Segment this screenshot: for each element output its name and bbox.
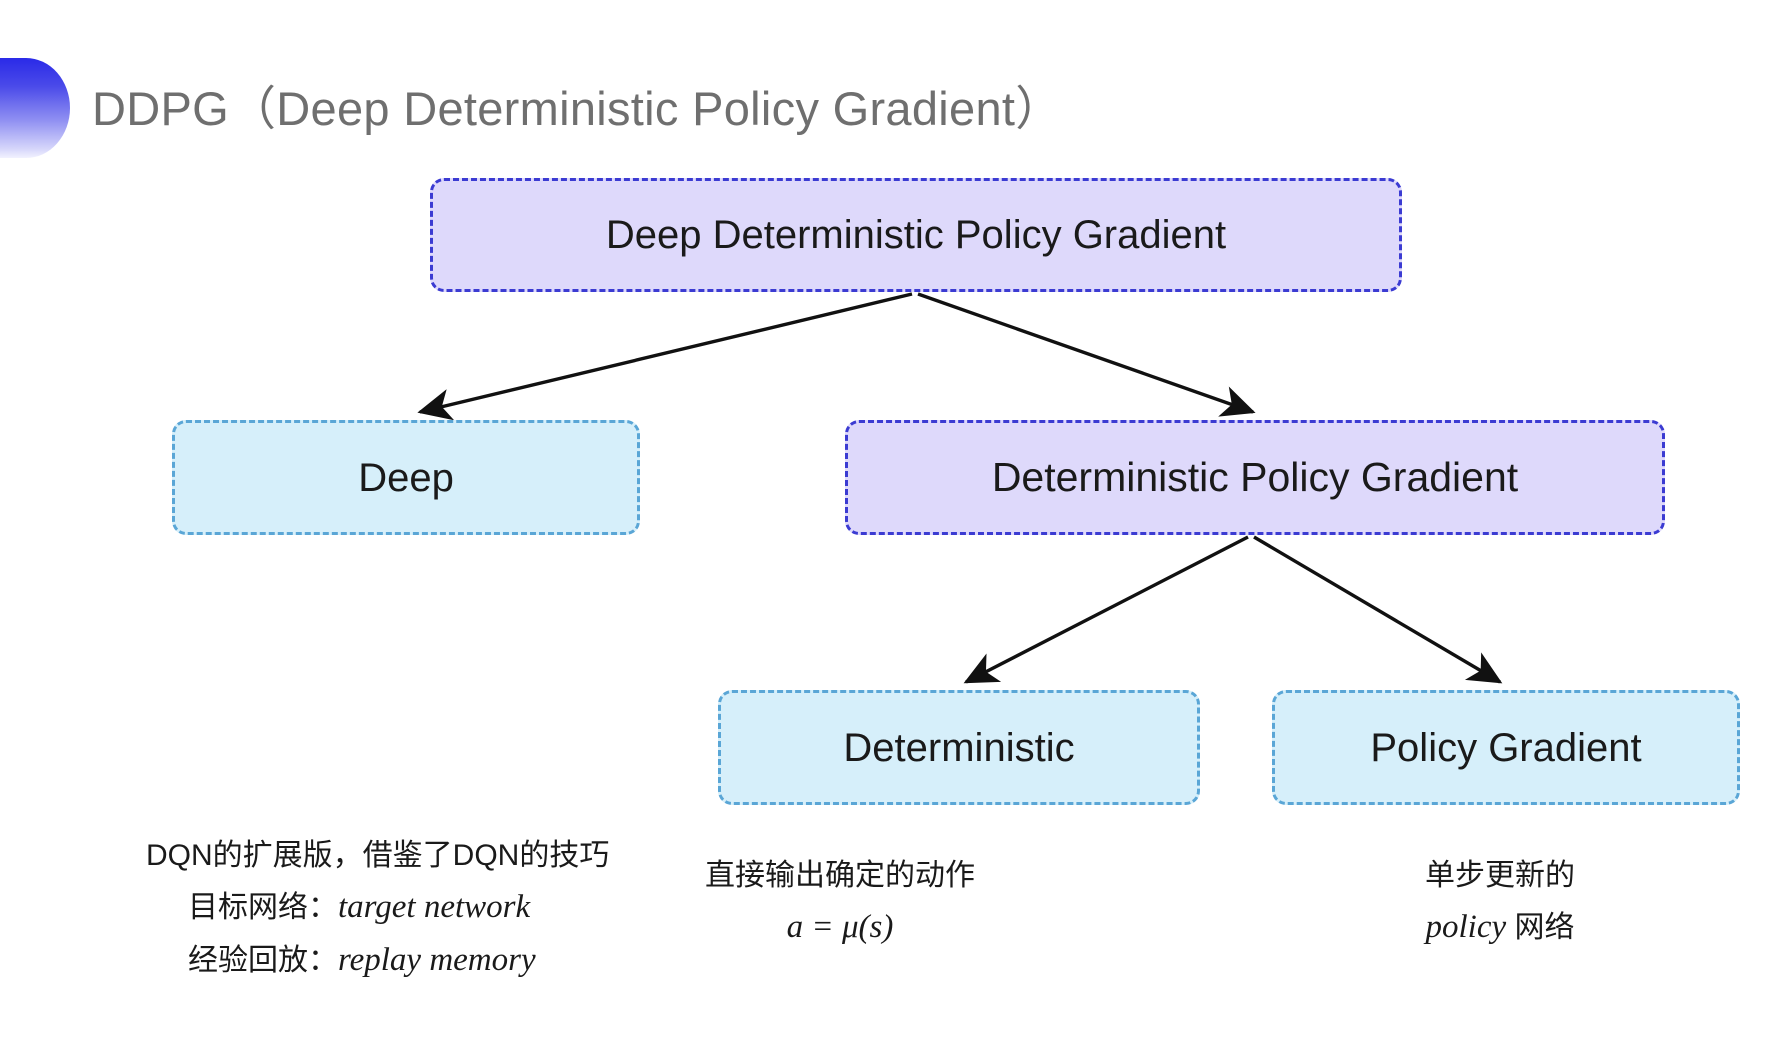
edge-root-to-deep bbox=[417, 292, 913, 421]
caption-deep-line2-label: 目标网络： bbox=[188, 890, 338, 924]
edge-dpg-to-policy-gradient bbox=[1253, 535, 1503, 684]
node-policy-gradient[interactable]: Policy Gradient bbox=[1272, 690, 1740, 805]
caption-deterministic-formula: a = μ(s) bbox=[786, 908, 894, 945]
node-deterministic-policy-gradient[interactable]: Deterministic Policy Gradient bbox=[845, 420, 1665, 535]
caption-deterministic-line1: 直接输出确定的动作 bbox=[705, 859, 975, 892]
caption-deep: DQN的扩展版，借鉴了DQN的技巧 目标网络：target network 经验… bbox=[146, 832, 609, 988]
edge-dpg-to-deterministic bbox=[963, 535, 1249, 684]
caption-policy-gradient-line2: policy 网络 bbox=[1425, 901, 1575, 954]
caption-deterministic: 直接输出确定的动作 a = μ(s) bbox=[705, 852, 975, 954]
caption-deep-line3: 经验回放：replay memory bbox=[146, 934, 609, 987]
title-decoration-icon bbox=[0, 58, 70, 158]
caption-policy-gradient-term: policy bbox=[1425, 908, 1507, 945]
node-deterministic[interactable]: Deterministic bbox=[718, 690, 1200, 805]
caption-deep-line2: 目标网络：target network bbox=[146, 881, 609, 934]
caption-deep-line3-term: replay memory bbox=[338, 942, 536, 979]
caption-deep-line3-label: 经验回放： bbox=[188, 944, 338, 978]
caption-policy-gradient-tail: 网络 bbox=[1506, 910, 1575, 944]
caption-policy-gradient-line1: 单步更新的 bbox=[1425, 859, 1575, 892]
caption-policy-gradient: 单步更新的 policy 网络 bbox=[1425, 852, 1575, 954]
caption-deep-line1: DQN的扩展版，借鉴了DQN的技巧 bbox=[146, 839, 610, 872]
caption-deep-line2-term: target network bbox=[338, 888, 531, 925]
node-deep[interactable]: Deep bbox=[172, 420, 640, 535]
node-root[interactable]: Deep Deterministic Policy Gradient bbox=[430, 178, 1402, 292]
edge-root-to-dpg bbox=[917, 292, 1256, 417]
page-title: DDPG（Deep Deterministic Policy Gradient） bbox=[92, 82, 1063, 135]
